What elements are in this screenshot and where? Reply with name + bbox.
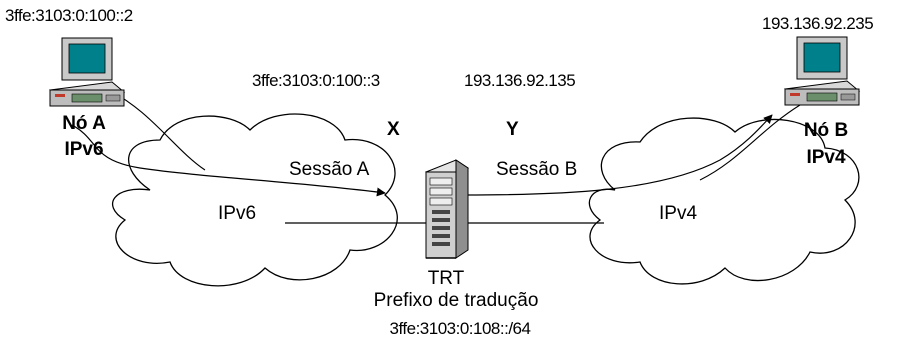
computer-icon-node-b bbox=[785, 37, 859, 105]
trt-right-marker: Y bbox=[506, 120, 519, 139]
node-a-address: 3ffe:3103:0:100::2 bbox=[5, 7, 133, 24]
node-a-protocol: IPv6 bbox=[64, 140, 103, 159]
cloud-icon-right bbox=[589, 118, 859, 284]
node-b-address: 193.136.92.235 bbox=[762, 15, 873, 32]
session-b-label: Sessão B bbox=[496, 160, 577, 179]
trt-prefix: 3ffe:3103:0:108::/64 bbox=[390, 320, 531, 337]
trt-left-marker: X bbox=[387, 120, 400, 139]
trt-prefix-label: Prefixo de tradução bbox=[374, 291, 539, 310]
node-b-name: Nó B bbox=[804, 121, 848, 140]
cloud-left-label: IPv6 bbox=[218, 204, 256, 223]
node-a-name: Nó A bbox=[62, 114, 106, 133]
session-a-label: Sessão A bbox=[289, 160, 369, 179]
trt-ipv6-address: 3ffe:3103:0:100::3 bbox=[252, 72, 380, 89]
cloud-right-label: IPv4 bbox=[659, 204, 697, 223]
computer-icon-node-a bbox=[50, 38, 124, 106]
cloud-icon-left bbox=[113, 114, 398, 286]
server-icon-trt bbox=[426, 160, 468, 258]
node-b-protocol: IPv4 bbox=[806, 148, 845, 167]
trt-name: TRT bbox=[428, 269, 465, 288]
trt-ipv4-address: 193.136.92.135 bbox=[464, 72, 575, 89]
